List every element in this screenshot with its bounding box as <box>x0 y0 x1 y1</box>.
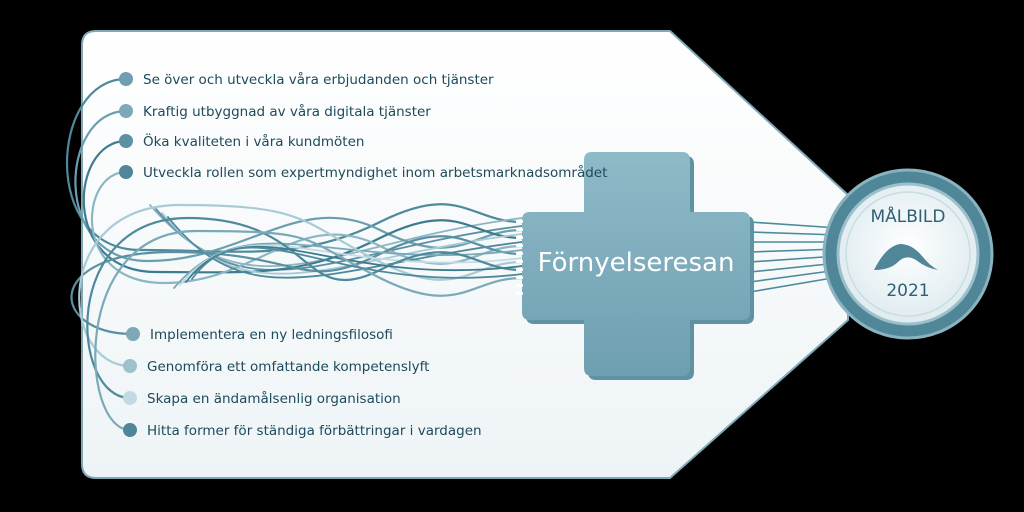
connector-pin <box>516 268 523 271</box>
cross-connector-pins <box>516 220 523 295</box>
flow-line <box>70 235 524 336</box>
goal-dot <box>123 423 137 437</box>
connector-pin <box>516 260 523 263</box>
connector-line <box>749 231 839 236</box>
goal-label: Hitta former för ständiga förbättringar … <box>147 423 482 439</box>
target-badge: MÅLBILD 2021 <box>822 168 994 340</box>
connector-pin <box>516 276 523 279</box>
connector-line <box>749 269 839 283</box>
flow-line <box>66 77 524 253</box>
wave-logo-icon <box>874 244 938 270</box>
flow-line <box>94 229 524 432</box>
goal-dot <box>123 359 137 373</box>
flow-line <box>78 203 524 368</box>
connector-pin <box>516 244 523 247</box>
goal-dot <box>119 165 133 179</box>
goal-label: Kraftig utbyggnad av våra digitala tjäns… <box>143 103 431 120</box>
connector-pin <box>516 228 523 231</box>
connector-line <box>749 276 839 293</box>
connector-pin <box>516 220 523 223</box>
flow-line <box>191 246 523 280</box>
goal-dot <box>123 391 137 405</box>
connector-pin <box>516 236 523 239</box>
flow-lines <box>66 77 524 432</box>
connector-pin <box>516 292 523 295</box>
goal-label: Öka kvaliteten i våra kundmöten <box>143 132 364 150</box>
goal-label: Implementera en ny ledningsfilosofi <box>150 327 393 343</box>
goal-label: Genomföra ett omfattande kompetenslyft <box>147 359 429 375</box>
goal-list: Se över och utveckla våra erbjudanden oc… <box>119 71 607 439</box>
goal-dot <box>126 327 140 341</box>
connector-line <box>749 221 839 229</box>
connector-pin <box>516 252 523 255</box>
cross-shape <box>516 152 754 380</box>
goal-label: Utveckla rollen som expertmyndighet inom… <box>143 164 607 181</box>
goal-dot <box>119 72 133 86</box>
badge-year: 2021 <box>886 281 929 301</box>
goal-label: Se över och utveckla våra erbjudanden oc… <box>143 71 494 88</box>
flow-line <box>74 109 524 263</box>
connector-pin <box>516 284 523 287</box>
goal-label: Skapa en ändamålsenlig organisation <box>147 390 401 407</box>
center-label: Förnyelseresan <box>538 248 735 278</box>
goal-dot <box>119 104 133 118</box>
goal-dot <box>119 134 133 148</box>
flow-line <box>86 216 524 400</box>
badge-title: MÅLBILD <box>870 205 945 227</box>
